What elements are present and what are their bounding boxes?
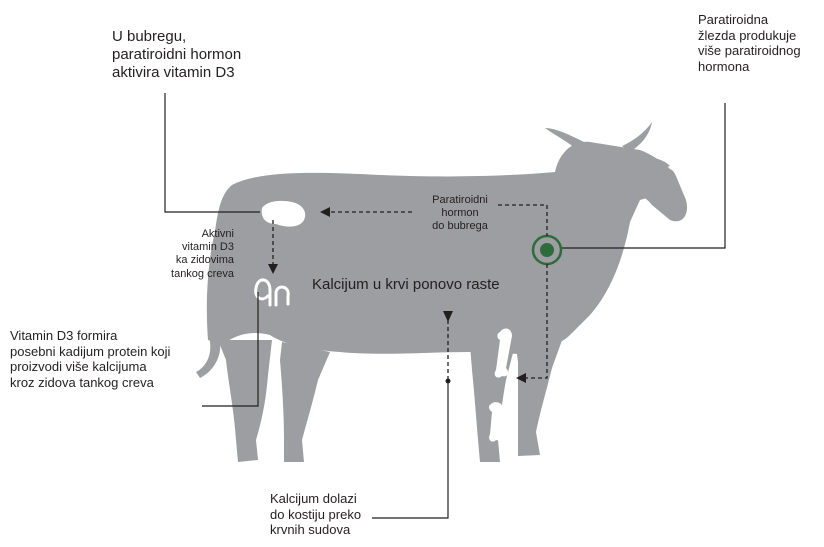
label-calcium-rises: Kalcijum u krvi ponovo raste — [312, 276, 500, 294]
label-calcium-to-bones: Kalcijum dolazi do kostiju preko krvnih … — [270, 491, 361, 538]
label-hormone-to-kidney: Paratiroidni hormon do bubrega — [412, 194, 508, 234]
label-kidney-activates: U bubregu, paratiroidni hormon aktivira … — [112, 28, 241, 82]
label-active-vitamin: Aktivni vitamin D3 ka zidovima tankog cr… — [148, 228, 234, 281]
label-gland-produces: Paratiroidna žlezda produkuje više parat… — [698, 12, 801, 74]
label-vitamin-forms-protein: Vitamin D3 formira posebni kadijum prote… — [10, 328, 170, 390]
